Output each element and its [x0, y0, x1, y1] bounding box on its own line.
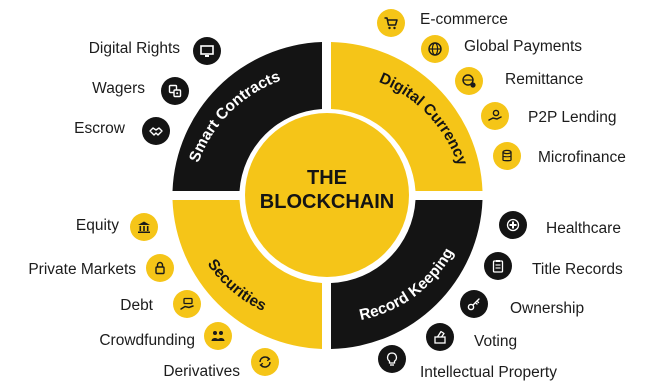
center-title-line2: BLOCKCHAIN: [260, 191, 394, 213]
item-p2p-lending: P2P Lending: [528, 109, 617, 126]
globe-icon: [421, 35, 449, 63]
item-equity: Equity: [75, 217, 119, 234]
handshake-icon: [142, 117, 170, 145]
item-ownership: Ownership: [510, 300, 585, 317]
dice-icon: [161, 77, 189, 105]
medical-cross-icon: [499, 211, 527, 239]
item-debt: Debt: [120, 297, 153, 314]
item-title-records: Title Records: [532, 261, 623, 278]
lock-icon: [146, 254, 174, 282]
item-remittance: Remittance: [505, 71, 584, 88]
item-private-markets: Private Markets: [28, 261, 136, 278]
item-escrow: Escrow: [74, 120, 125, 137]
lightbulb-icon: [378, 345, 406, 373]
cart-icon: [377, 9, 405, 37]
item-crowdfunding: Crowdfunding: [99, 332, 195, 349]
people-icon: [204, 322, 232, 350]
center-title-line1: THE: [307, 167, 347, 189]
item-healthcare: Healthcare: [546, 220, 621, 237]
center-circle: [245, 113, 409, 277]
monitor-icon: [193, 37, 221, 65]
item-wagers: Wagers: [92, 80, 145, 97]
item-microfinance: Microfinance: [538, 149, 626, 166]
item-voting: Voting: [474, 333, 518, 350]
hand-coin-icon: [481, 102, 509, 130]
globe-coin-icon: [455, 67, 483, 95]
bank-icon: [130, 213, 158, 241]
item-global-payments: Global Payments: [464, 38, 583, 55]
item-intellectual-property: Intellectual Property: [420, 364, 557, 381]
cycle-icon: [251, 348, 279, 376]
segment-smart-contracts: [172, 42, 322, 191]
item-e-commerce: E-commerce: [420, 11, 508, 28]
segment-securities: [172, 200, 322, 349]
segment-record-keeping: [331, 200, 483, 349]
item-derivatives: Derivatives: [163, 363, 240, 380]
item-digital-rights: Digital Rights: [88, 40, 180, 57]
clipboard-icon: [484, 252, 512, 280]
hand-money-icon: [173, 290, 201, 318]
key-icon: [460, 290, 488, 318]
segment-digital-currency: [331, 42, 483, 191]
coins-icon: [493, 142, 521, 170]
ballot-icon: [426, 323, 454, 351]
